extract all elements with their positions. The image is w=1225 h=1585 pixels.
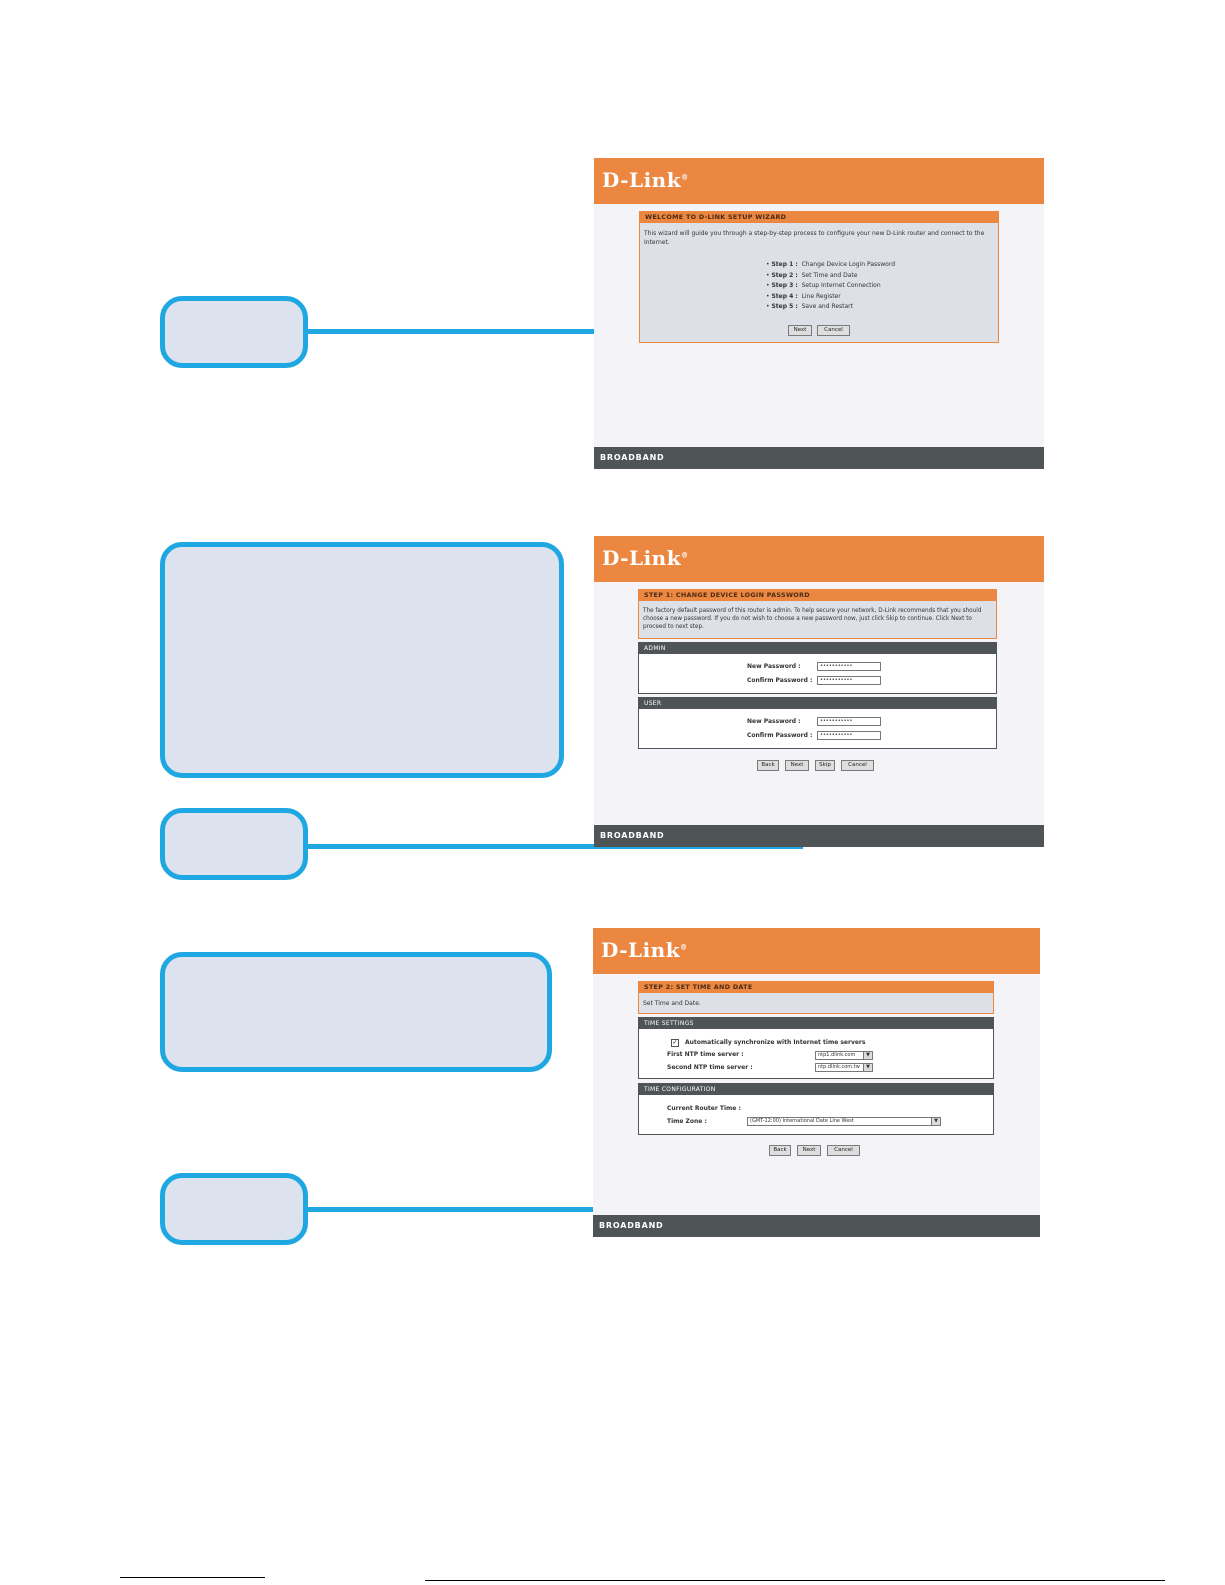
footer-bar: BROADBAND xyxy=(594,447,1044,469)
callout-box-5 xyxy=(160,1173,308,1245)
section-title: TIME CONFIGURATION xyxy=(639,1084,993,1095)
cancel-button[interactable]: Cancel xyxy=(827,1145,860,1156)
step1-panel: STEP 1: CHANGE DEVICE LOGIN PASSWORD The… xyxy=(638,589,997,639)
admin-confirm-password-label: Confirm Password : xyxy=(747,677,813,684)
ntp1-label: First NTP time server : xyxy=(667,1051,744,1058)
cancel-button[interactable]: Cancel xyxy=(841,760,874,771)
ntp2-label: Second NTP time server : xyxy=(667,1064,753,1071)
admin-new-password-label: New Password : xyxy=(747,663,801,670)
intro-text: Set Time and Date. xyxy=(643,1000,701,1007)
panel-title: STEP 1: CHANGE DEVICE LOGIN PASSWORD xyxy=(639,590,996,601)
chevron-down-icon: ▼ xyxy=(863,1052,872,1059)
cancel-button[interactable]: Cancel xyxy=(817,325,850,336)
footer-text: BROADBAND xyxy=(600,453,665,462)
time-zone-select[interactable]: (GMT-12:00) International Date Line West… xyxy=(747,1117,941,1126)
header-bar: D-Link® xyxy=(594,536,1044,582)
callout-box-4 xyxy=(160,952,552,1072)
step2-panel: STEP 2: SET TIME AND DATE Set Time and D… xyxy=(638,981,994,1014)
current-router-time-label: Current Router Time : xyxy=(667,1105,741,1112)
back-button[interactable]: Back xyxy=(757,760,779,771)
admin-new-password-input[interactable]: ••••••••••• xyxy=(817,662,881,671)
dlink-logo: D-Link® xyxy=(602,546,689,570)
admin-confirm-password-input[interactable]: ••••••••••• xyxy=(817,676,881,685)
ntp2-select[interactable]: ntp.dlink.com.tw▼ xyxy=(815,1063,873,1072)
chevron-down-icon: ▼ xyxy=(863,1064,872,1071)
steps-list: • Step 1 : Change Device Login Password … xyxy=(766,261,966,314)
ntp1-select[interactable]: ntp1.dlink.com▼ xyxy=(815,1051,873,1060)
callout-box-3 xyxy=(160,808,308,880)
user-section: USER New Password : ••••••••••• Confirm … xyxy=(638,697,997,749)
list-item: • Step 4 : Line Register xyxy=(766,292,841,300)
dlink-logo: D-Link® xyxy=(601,938,688,962)
connector-line-1 xyxy=(307,329,777,334)
section-title: ADMIN xyxy=(639,643,996,654)
user-confirm-password-input[interactable]: ••••••••••• xyxy=(817,731,881,740)
step2-time-screenshot: D-Link® STEP 2: SET TIME AND DATE Set Ti… xyxy=(593,928,1040,1237)
page-footer-rule-right xyxy=(425,1580,1165,1581)
panel-title: STEP 2: SET TIME AND DATE xyxy=(639,982,993,993)
step1-password-screenshot: D-Link® STEP 1: CHANGE DEVICE LOGIN PASS… xyxy=(594,536,1044,847)
user-new-password-label: New Password : xyxy=(747,718,801,725)
skip-button[interactable]: Skip xyxy=(815,760,835,771)
next-button[interactable]: Next xyxy=(797,1145,821,1156)
connector-line-3 xyxy=(307,1207,812,1212)
chevron-down-icon: ▼ xyxy=(931,1118,940,1125)
user-confirm-password-label: Confirm Password : xyxy=(747,732,813,739)
footer-bar: BROADBAND xyxy=(594,825,1044,847)
intro-text: The factory default password of this rou… xyxy=(643,608,982,630)
header-bar: D-Link® xyxy=(594,158,1044,204)
section-title: USER xyxy=(639,698,996,709)
page-footer-rule-left xyxy=(120,1577,265,1578)
callout-box-2 xyxy=(160,542,564,778)
wizard-welcome-screenshot: D-Link® WELCOME TO D-LINK SETUP WIZARD T… xyxy=(594,158,1044,469)
footer-text: BROADBAND xyxy=(600,831,665,840)
auto-sync-checkbox[interactable]: ✓ xyxy=(671,1039,679,1047)
intro-text: This wizard will guide you through a ste… xyxy=(644,230,985,246)
footer-bar: BROADBAND xyxy=(593,1215,1040,1237)
time-zone-label: Time Zone : xyxy=(667,1118,707,1125)
callout-box-1 xyxy=(160,296,308,368)
list-item: • Step 5 : Save and Restart xyxy=(766,303,853,311)
list-item: • Step 2 : Set Time and Date xyxy=(766,271,858,279)
user-new-password-input[interactable]: ••••••••••• xyxy=(817,717,881,726)
dlink-logo: D-Link® xyxy=(602,168,689,192)
time-settings-section: TIME SETTINGS ✓ Automatically synchroniz… xyxy=(638,1017,994,1079)
list-item: • Step 1 : Change Device Login Password xyxy=(766,261,896,268)
panel-title: WELCOME TO D-LINK SETUP WIZARD xyxy=(640,212,998,223)
footer-text: BROADBAND xyxy=(599,1221,664,1230)
header-bar: D-Link® xyxy=(593,928,1040,974)
next-button[interactable]: Next xyxy=(785,760,809,771)
section-title: TIME SETTINGS xyxy=(639,1018,993,1029)
next-button[interactable]: Next xyxy=(788,325,812,336)
welcome-panel: WELCOME TO D-LINK SETUP WIZARD This wiza… xyxy=(639,211,999,343)
back-button[interactable]: Back xyxy=(769,1145,791,1156)
admin-section: ADMIN New Password : ••••••••••• Confirm… xyxy=(638,642,997,694)
connector-line-2 xyxy=(307,844,802,849)
time-configuration-section: TIME CONFIGURATION Current Router Time :… xyxy=(638,1083,994,1135)
auto-sync-label: Automatically synchronize with Internet … xyxy=(685,1039,866,1046)
list-item: • Step 3 : Setup Internet Connection xyxy=(766,282,881,290)
